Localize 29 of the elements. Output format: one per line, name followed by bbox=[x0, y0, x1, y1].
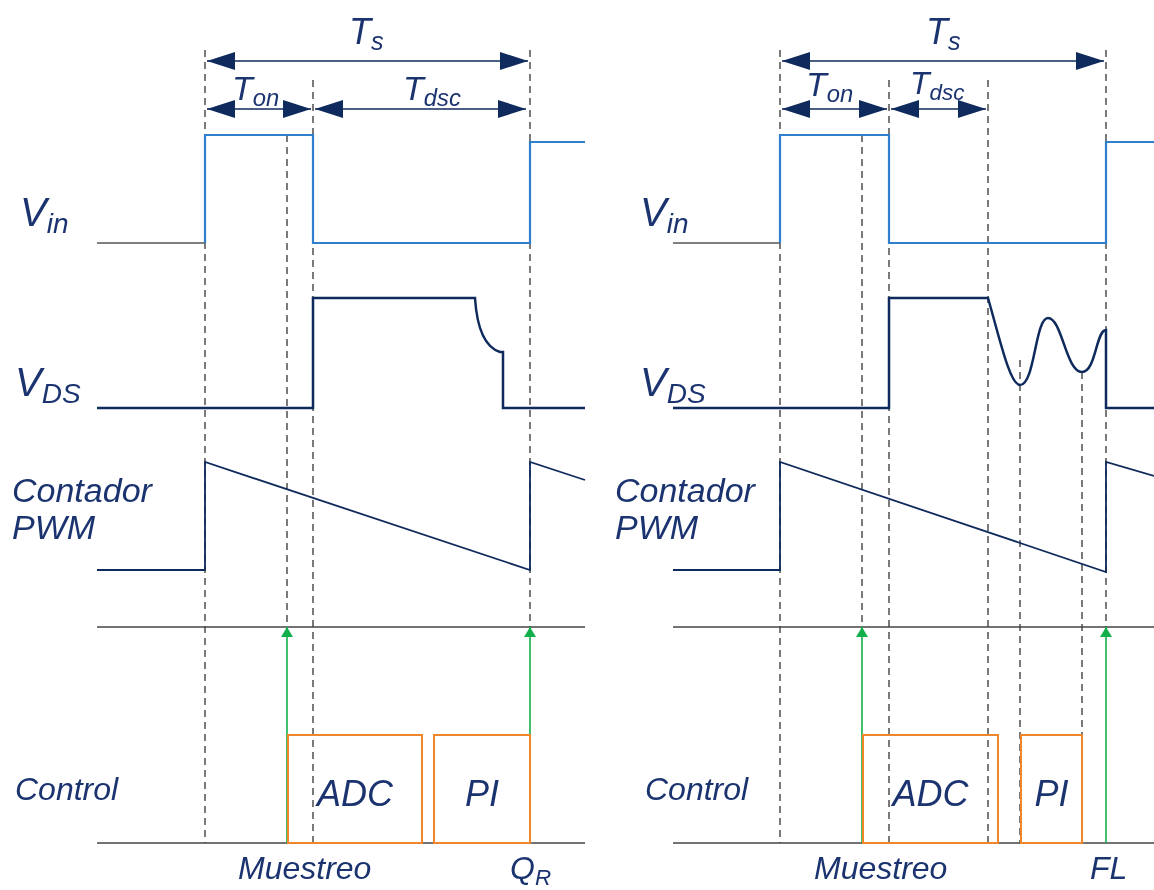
event-label: Muestreo bbox=[814, 852, 974, 886]
signal-label: Contador PWM bbox=[615, 472, 757, 547]
duration-label: T$_{dsc}$ bbox=[403, 70, 461, 112]
block-label: ADC bbox=[317, 773, 393, 815]
duration-label: T$_{on}$ bbox=[806, 66, 854, 108]
signal-label: V$_{in}$ bbox=[20, 190, 69, 240]
duration-label: T$_{on}$ bbox=[232, 70, 280, 112]
trigger-arrow bbox=[1100, 626, 1112, 844]
event-label: FL bbox=[1090, 852, 1130, 886]
duration-label: T$_{s}$ bbox=[926, 12, 961, 56]
signal-label: Contador PWM bbox=[12, 472, 154, 547]
duration-label: T$_{dsc}$ bbox=[910, 66, 965, 106]
process-block bbox=[1020, 734, 1083, 844]
signal-label: Control bbox=[15, 772, 119, 808]
process-block bbox=[862, 734, 999, 844]
trigger-arrow bbox=[856, 626, 868, 844]
trigger-arrow bbox=[281, 626, 293, 844]
duration-label: T$_{s}$ bbox=[349, 12, 384, 56]
block-label: PI bbox=[465, 773, 499, 815]
signal-label: Control bbox=[645, 772, 749, 808]
process-block bbox=[287, 734, 423, 844]
event-label: Q$_{R}$ bbox=[510, 852, 560, 888]
signal-label: V$_{DS}$ bbox=[15, 360, 81, 410]
block-label: PI bbox=[1034, 773, 1069, 815]
block-label: ADC bbox=[892, 773, 969, 815]
signal-label: V$_{DS}$ bbox=[640, 360, 706, 410]
event-label: Muestreo bbox=[238, 852, 398, 886]
process-block bbox=[433, 734, 531, 844]
signal-label: V$_{in}$ bbox=[640, 190, 689, 240]
